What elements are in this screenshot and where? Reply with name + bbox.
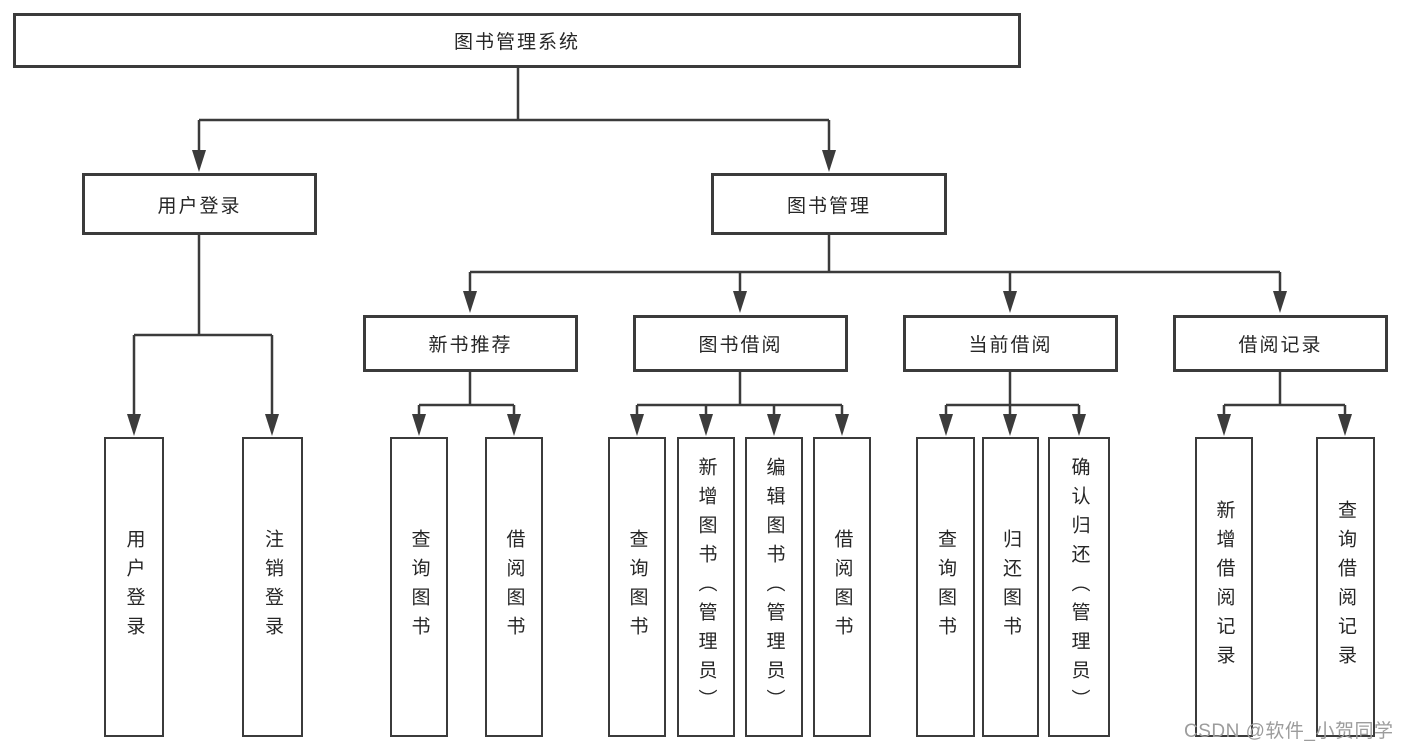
leaf-borrow-books-nb: 借阅图书 <box>485 437 543 737</box>
node-label: 当前借阅 <box>968 335 1053 356</box>
leaf-borrow-books-bb: 借阅图书 <box>813 437 871 737</box>
node-label: 查询借阅记录 <box>1335 500 1356 674</box>
node-label: 借阅记录 <box>1238 335 1323 356</box>
node-current-borrowing: 当前借阅 <box>903 315 1118 372</box>
node-label: 注销登录 <box>262 529 283 645</box>
leaf-query-books-cb: 查询图书 <box>916 437 975 737</box>
node-borrow-records: 借阅记录 <box>1173 315 1388 372</box>
leaf-query-books-bb: 查询图书 <box>608 437 666 737</box>
node-label: 图书管理 <box>786 195 871 217</box>
leaf-query-borrow-record: 查询借阅记录 <box>1316 437 1375 737</box>
csdn-watermark: CSDN @软件_小贺同学 <box>1184 721 1394 742</box>
node-label: 用户登录 <box>157 195 242 217</box>
node-label: 确认归还（管理员） <box>1068 456 1090 718</box>
node-label: 新增图书（管理员） <box>695 456 717 718</box>
node-label: 查询图书 <box>935 529 956 645</box>
node-label: 新书推荐 <box>428 335 513 356</box>
node-label: 查询图书 <box>626 529 648 645</box>
node-label: 新增借阅记录 <box>1213 500 1235 674</box>
node-label: 用户登录 <box>123 529 145 645</box>
node-label: 编辑图书（管理员） <box>763 456 785 718</box>
leaf-query-books-nb: 查询图书 <box>390 437 448 737</box>
node-book-management: 图书管理 <box>711 173 947 235</box>
leaf-edit-books-admin: 编辑图书（管理员） <box>745 437 803 737</box>
leaf-add-borrow-record: 新增借阅记录 <box>1195 437 1253 737</box>
leaf-confirm-return-admin: 确认归还（管理员） <box>1048 437 1110 737</box>
leaf-user-login: 用户登录 <box>104 437 164 737</box>
leaf-add-books-admin: 新增图书（管理员） <box>677 437 735 737</box>
leaf-logout: 注销登录 <box>242 437 303 737</box>
node-library-management-system: 图书管理系统 <box>13 13 1021 68</box>
leaf-return-books: 归还图书 <box>982 437 1039 737</box>
node-label: 图书借阅 <box>698 335 783 356</box>
node-user-login: 用户登录 <box>82 173 317 235</box>
node-label: 图书管理系统 <box>453 32 580 53</box>
node-label: 归还图书 <box>1000 529 1021 645</box>
node-new-book-recommend: 新书推荐 <box>363 315 578 372</box>
node-book-borrowing: 图书借阅 <box>633 315 848 372</box>
node-label: 借阅图书 <box>831 529 853 645</box>
node-label: 查询图书 <box>408 529 430 645</box>
node-label: 借阅图书 <box>503 529 525 645</box>
